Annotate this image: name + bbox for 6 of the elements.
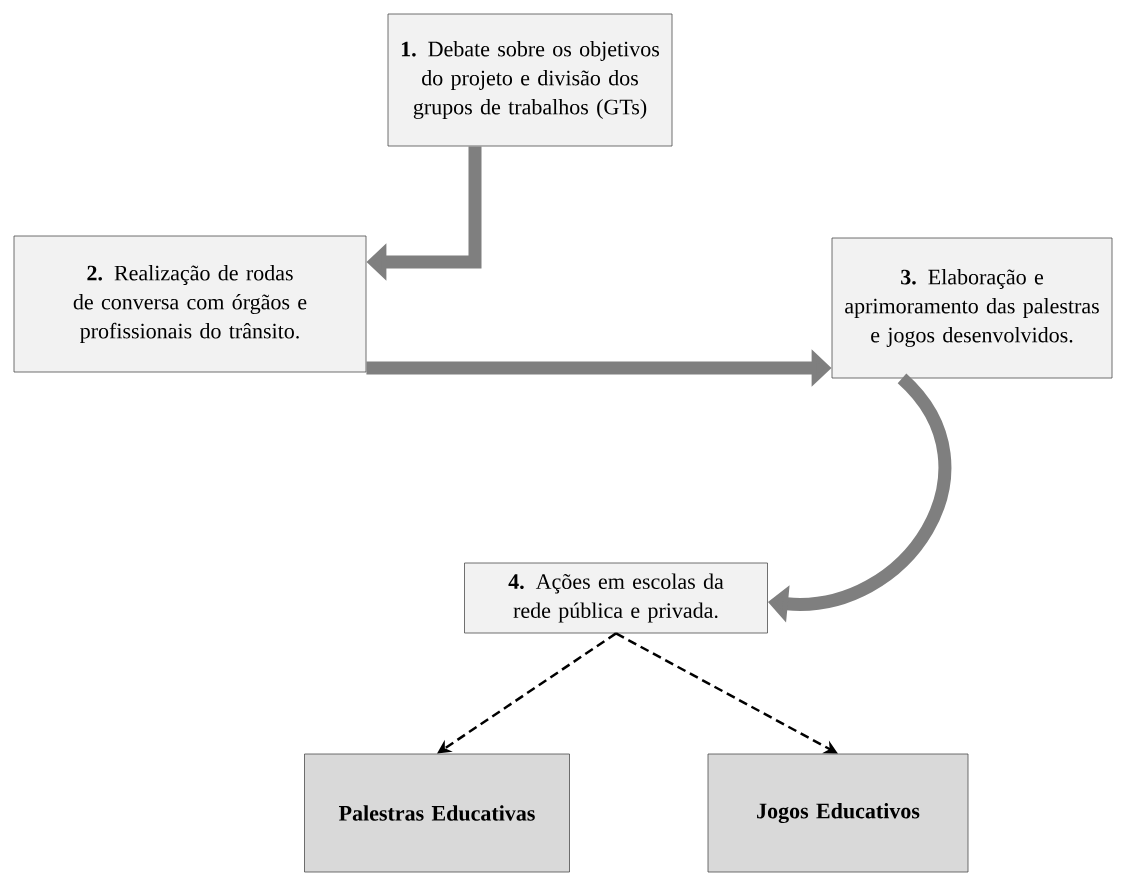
step-box: 3. Elaboração e aprimoramento das palestras e jogos desenvolvidos. (831, 237, 1113, 379)
category-box: Jogos Educativos (707, 753, 969, 873)
step-box: 1. Debate sobre os objetivos do projeto e divisão dos grupos de trabalhos (GTs) (387, 13, 673, 147)
step-box: 4. Ações em escolas da rede pública e privada. (464, 562, 768, 634)
category-box: Palestras Educativas (304, 753, 570, 873)
step-box: 2. Realização de rodas de conversa com órgãos e profissionais do trânsito. (13, 235, 367, 373)
